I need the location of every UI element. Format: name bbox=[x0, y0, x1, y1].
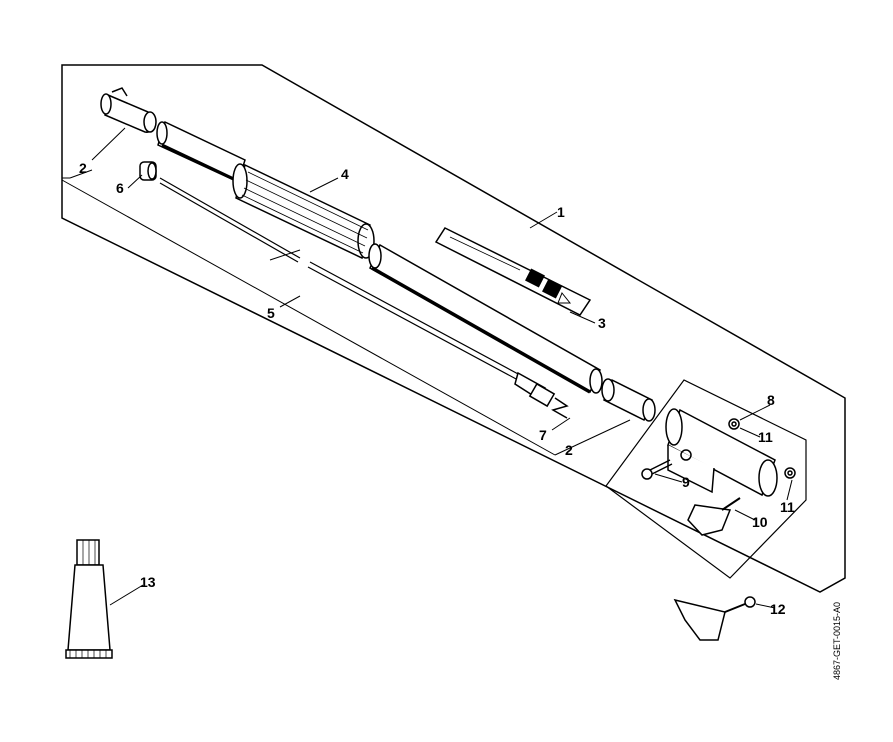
assembly-outline bbox=[61, 64, 846, 593]
sleeve-part-2-top[interactable] bbox=[100, 87, 157, 133]
grip-part-4[interactable] bbox=[232, 163, 375, 260]
tube-upper[interactable] bbox=[156, 120, 246, 184]
clip-part-7[interactable] bbox=[551, 397, 569, 419]
drive-shaft-part-5[interactable] bbox=[159, 177, 556, 408]
callout-1: 1 bbox=[557, 204, 565, 220]
grease-tube-part-13[interactable] bbox=[65, 539, 113, 659]
leader-lines bbox=[61, 127, 793, 609]
callout-2-top: 2 bbox=[79, 160, 87, 176]
callout-11-top: 11 bbox=[758, 429, 773, 445]
callout-2-bottom: 2 bbox=[565, 442, 573, 458]
nut-part-11-top[interactable] bbox=[728, 418, 740, 430]
screw-part-9[interactable] bbox=[641, 459, 673, 480]
drawing-code: 4867-GET-0015-A0 bbox=[832, 601, 842, 680]
sleeve-part-2-bottom[interactable] bbox=[601, 378, 656, 422]
label-decal-part-3[interactable] bbox=[434, 227, 592, 316]
callout-7: 7 bbox=[539, 427, 547, 443]
callout-13: 13 bbox=[140, 574, 156, 590]
callout-4: 4 bbox=[341, 166, 349, 182]
bracket-group-outline bbox=[605, 379, 807, 579]
knob-part-10[interactable] bbox=[687, 497, 741, 536]
knob-part-12[interactable] bbox=[673, 596, 756, 641]
nut-part-11-right[interactable] bbox=[784, 467, 796, 479]
callout-10: 10 bbox=[752, 514, 768, 530]
callout-6: 6 bbox=[116, 180, 124, 196]
callout-5: 5 bbox=[267, 305, 275, 321]
callout-11-right: 11 bbox=[780, 499, 795, 515]
callout-12: 12 bbox=[770, 601, 786, 617]
callout-9: 9 bbox=[682, 474, 690, 490]
bracket-part-8[interactable] bbox=[665, 408, 778, 497]
callout-8: 8 bbox=[767, 392, 775, 408]
bushing-part-6[interactable] bbox=[139, 161, 157, 181]
main-tube[interactable] bbox=[368, 243, 603, 394]
callout-3: 3 bbox=[598, 315, 606, 331]
